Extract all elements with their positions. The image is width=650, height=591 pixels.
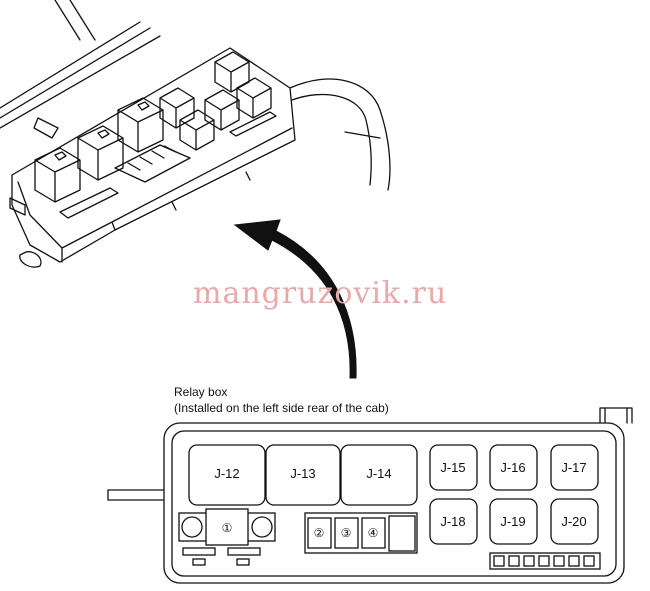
left-connector-tab (107, 489, 165, 501)
cab-upright-lines (54, 0, 96, 41)
connector-pin (538, 555, 550, 567)
connector-pin (583, 555, 595, 567)
connector-pin (568, 555, 580, 567)
relay-j15-label: J-15 (440, 460, 465, 475)
small-relay-b (179, 109, 215, 151)
relay-box-perspective-illustration (0, 0, 391, 268)
fuse-4-box (361, 517, 386, 549)
relay-j14-label: J-14 (366, 466, 391, 481)
fuse-dividers (127, 145, 177, 171)
side-tab (9, 197, 26, 216)
main-fuse-label: ① (222, 521, 233, 535)
relay-j13-box (265, 444, 341, 506)
main-fuse-body (205, 508, 249, 546)
cab-rail-lines (0, 21, 161, 129)
arrow-shape (233, 219, 357, 379)
relay-j15-box (429, 444, 478, 491)
housing-notches (171, 171, 251, 211)
relay-j18-box (429, 498, 478, 545)
right-connector-tab (599, 407, 633, 424)
main-fuse-left-bolt (181, 516, 203, 538)
wiring-harness-inner (291, 93, 372, 186)
main-fuse-tab-left (192, 558, 206, 566)
fuse-3-label: ③ (341, 526, 352, 540)
main-fuse-tab-right (236, 558, 250, 566)
housing-corner-lines (61, 221, 116, 263)
main-fuse-terminal-left (182, 547, 216, 556)
spare-fuse-slot (388, 515, 416, 552)
caption-subtitle: (Installed on the left side rear of the … (174, 401, 389, 415)
relay-j19-box (489, 498, 538, 545)
relay-j13-label: J-13 (290, 466, 315, 481)
relay-j16-box (489, 444, 538, 491)
relay-j16-label: J-16 (500, 460, 525, 475)
relay-j20-label: J-20 (561, 514, 586, 529)
main-fuse-terminal-right (227, 547, 261, 556)
wiring-harness-outer (289, 78, 391, 191)
fuse-4-label: ④ (368, 526, 379, 540)
harness-tie (344, 131, 381, 139)
locator-arrow (233, 219, 357, 379)
relay-cube-3 (117, 97, 164, 153)
fuse-2-label: ② (314, 526, 325, 540)
relay-j12-label: J-12 (214, 466, 239, 481)
relay-cube-2 (77, 125, 124, 181)
connector-pin (523, 555, 535, 567)
small-fuse-strip (59, 187, 119, 219)
connector-pin (508, 555, 520, 567)
relay-j17-label: J-17 (561, 460, 586, 475)
relay-box-plan: J-12 J-13 J-14 J-15 J-16 J-17 J-18 J-19 … (107, 407, 633, 584)
fuse-2-box (307, 517, 332, 549)
fuse-block (114, 144, 191, 183)
small-relay-a (159, 87, 195, 129)
connector-pin (553, 555, 565, 567)
fuse-3-box (334, 517, 359, 549)
connector-strip (229, 111, 277, 137)
caption-title: Relay box (174, 385, 227, 399)
connector-pin (493, 555, 505, 567)
relay-cube-1 (34, 147, 81, 203)
relay-j12-box (188, 444, 266, 506)
relay-j19-label: J-19 (500, 514, 525, 529)
watermark: mangruzovik.ru (193, 276, 447, 311)
small-relay-c (204, 89, 240, 131)
rail-clip (33, 117, 59, 139)
relay-cube-marks (54, 101, 150, 161)
relay-j18-label: J-18 (440, 514, 465, 529)
relay-j14-box (340, 444, 418, 506)
right-connector-ribs (604, 407, 628, 424)
main-fuse-right-bolt (251, 516, 273, 538)
mounting-stud (19, 251, 42, 268)
small-relay-e (236, 77, 272, 119)
relay-j17-box (550, 444, 599, 491)
relay-j20-box (550, 498, 599, 545)
